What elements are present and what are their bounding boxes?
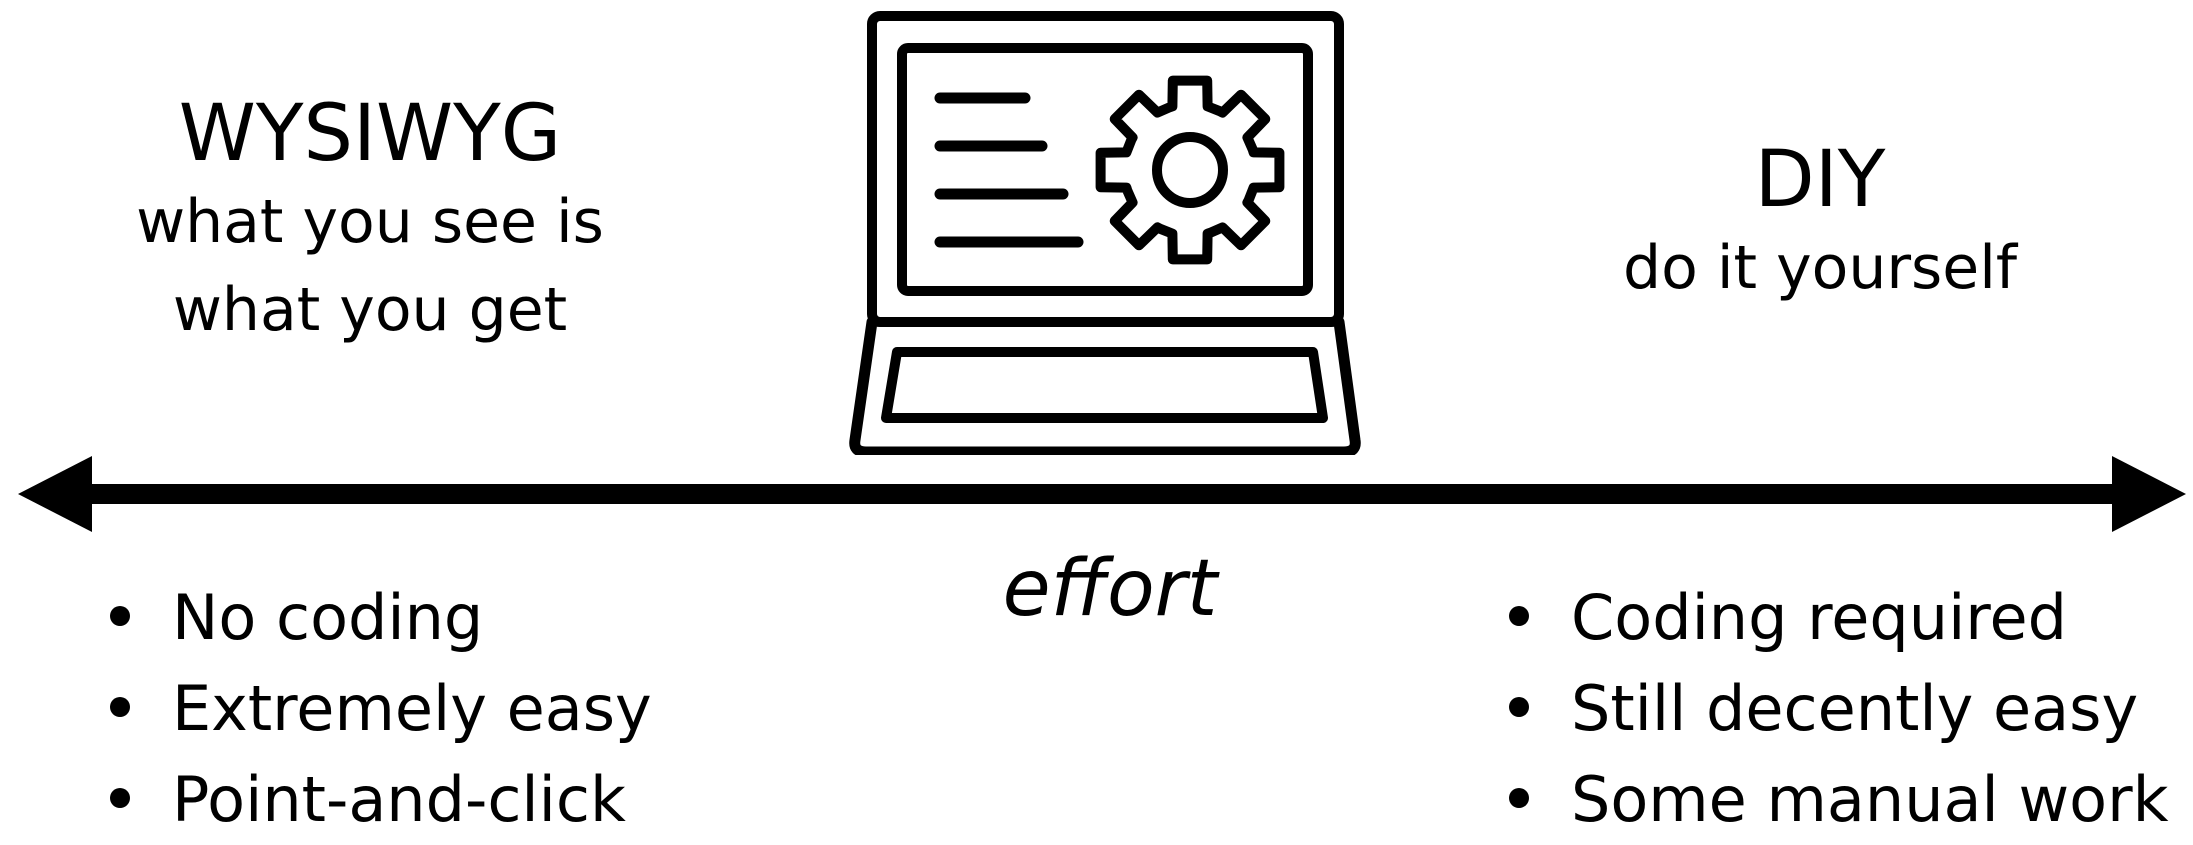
diy-subtitle: do it yourself bbox=[1622, 232, 2017, 303]
wysiwyg-subtitle-line1: what you see is bbox=[136, 186, 604, 257]
diy-header: DIY do it yourself bbox=[1520, 135, 2120, 312]
bullet-text: No coding bbox=[172, 581, 484, 654]
bullet-icon bbox=[1509, 696, 1529, 717]
wysiwyg-header: WYSIWYG what you see is what you get bbox=[70, 89, 670, 354]
list-item: No coding bbox=[104, 572, 652, 663]
bullet-icon bbox=[110, 696, 130, 717]
laptop-settings-icon bbox=[845, 5, 1375, 459]
effort-label: effort bbox=[1002, 544, 1218, 634]
list-item: Point-and-click bbox=[104, 754, 652, 845]
bullet-text: Point-and-click bbox=[172, 763, 626, 836]
double-arrow-icon bbox=[0, 445, 2193, 539]
bullet-text: Extremely easy bbox=[172, 672, 652, 745]
list-item: Still decently easy bbox=[1503, 663, 2168, 754]
wysiwyg-subtitle-line2: what you get bbox=[172, 274, 568, 345]
bullet-text: Coding required bbox=[1571, 581, 2067, 654]
bullet-icon bbox=[1509, 787, 1529, 808]
list-item: Coding required bbox=[1503, 572, 2168, 663]
bullet-text: Still decently easy bbox=[1571, 672, 2139, 745]
wysiwyg-bullet-list: No coding Extremely easy Point-and-click bbox=[104, 572, 652, 845]
wysiwyg-title: WYSIWYG bbox=[178, 89, 562, 179]
list-item: Extremely easy bbox=[104, 663, 652, 754]
diy-bullet-list: Coding required Still decently easy Some… bbox=[1503, 572, 2168, 845]
diy-title: DIY bbox=[1754, 135, 1886, 225]
bullet-icon bbox=[110, 605, 130, 626]
bullet-text: Some manual work bbox=[1571, 763, 2169, 836]
bullet-icon bbox=[110, 787, 130, 808]
list-item: Some manual work bbox=[1503, 754, 2168, 845]
bullet-icon bbox=[1509, 605, 1529, 626]
